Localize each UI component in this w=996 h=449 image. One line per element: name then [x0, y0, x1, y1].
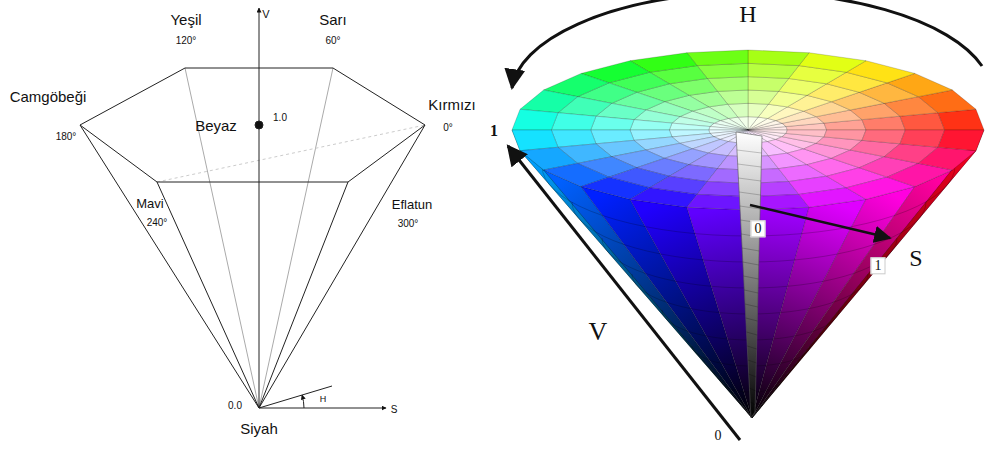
cone-top-patch [799, 53, 866, 73]
axis-value: 0.0 [228, 400, 242, 411]
cone-top-patch [748, 50, 809, 66]
back-edge [259, 68, 333, 408]
s-axis [259, 408, 386, 409]
column-grid [746, 332, 757, 335]
cone-top-patch [938, 130, 984, 151]
column-grid [745, 304, 758, 307]
hue-angle: 120° [176, 35, 197, 46]
grey-axis-column [736, 132, 762, 418]
column-grid [749, 374, 756, 377]
hue-name: Kırmızı [428, 97, 476, 114]
hue-name: Camgöbeği [10, 89, 87, 106]
axis-label: H [320, 395, 327, 405]
point-name: Siyah [240, 421, 278, 438]
cone-axes [508, 0, 982, 440]
hue-arrow [512, 0, 982, 88]
hexcone-diagram [80, 8, 425, 408]
axis-label: H [739, 1, 756, 27]
hue-angle: 240° [147, 217, 168, 228]
hue-name: Eflatun [392, 198, 432, 212]
cone-top-patch [630, 120, 672, 130]
column-grid [750, 402, 755, 405]
cone-edge [80, 125, 259, 408]
cone-top-patch [512, 109, 558, 130]
hue-angle: 300° [398, 218, 419, 229]
column-grid [748, 360, 756, 363]
column-grid [737, 150, 762, 153]
axis-label: S [909, 245, 922, 271]
cone-top-patch [709, 127, 748, 130]
column-grid [747, 346, 757, 349]
cone-top-patch [551, 113, 596, 130]
h-ray [259, 386, 332, 408]
column-grid [742, 248, 759, 251]
hue-angle: 180° [56, 131, 77, 142]
axis-label: V [589, 318, 608, 347]
column-grid [746, 318, 758, 321]
cone-top-patch [520, 90, 578, 113]
cone-top-patch [824, 130, 866, 140]
hue-name: Sarı [319, 12, 347, 29]
axis-label: S [391, 404, 398, 415]
point-name: Beyaz [195, 118, 237, 135]
cone-top-patch [630, 188, 697, 208]
hue-name: Yeşil [170, 12, 201, 29]
column-grid [743, 262, 759, 265]
column-grid [738, 164, 762, 167]
v-axis [259, 8, 260, 408]
cone-top-patch [748, 117, 768, 130]
saturation-arrow [750, 205, 890, 238]
cone-top-patch [591, 116, 634, 130]
cone-top-patch [900, 130, 945, 147]
axis-label: V [262, 8, 269, 20]
column-grid [744, 276, 759, 279]
white-point [255, 121, 263, 129]
cone-top-patch [748, 63, 799, 78]
hsv-cone [512, 50, 984, 418]
cone-top-patch [687, 50, 748, 66]
cone-edge [259, 182, 348, 408]
cone-top-patch [918, 147, 976, 170]
column-grid [739, 192, 760, 195]
cone-top-patch [748, 130, 787, 133]
cone-edge [259, 125, 425, 408]
axis-value: 1.0 [273, 112, 287, 123]
cone-top-patch [748, 90, 779, 104]
cone-top-patch [748, 117, 758, 130]
hue-angle: 0° [443, 122, 453, 133]
back-edge [185, 68, 259, 408]
hexagon-top [80, 68, 425, 182]
hue-angle: 60° [325, 35, 340, 46]
cone-top-patch [687, 194, 748, 210]
column-grid [749, 388, 755, 391]
axis-value: 1 [490, 122, 498, 140]
value-arrow [508, 146, 740, 440]
hue-name: Mavi [136, 197, 163, 211]
axis-value: 0 [715, 428, 722, 443]
axis-value: 0 [751, 220, 766, 237]
cone-top-patch [748, 103, 768, 117]
h-angle-arc [302, 395, 304, 408]
column-grid [738, 178, 760, 181]
cone-top-patch [669, 123, 710, 130]
cone-top-patch [748, 77, 789, 92]
cone-top-patch [862, 130, 905, 144]
column-grid [744, 290, 758, 293]
cone-top-patch [786, 130, 827, 137]
axis-value: 1 [871, 257, 886, 274]
cone-edge [157, 182, 259, 408]
